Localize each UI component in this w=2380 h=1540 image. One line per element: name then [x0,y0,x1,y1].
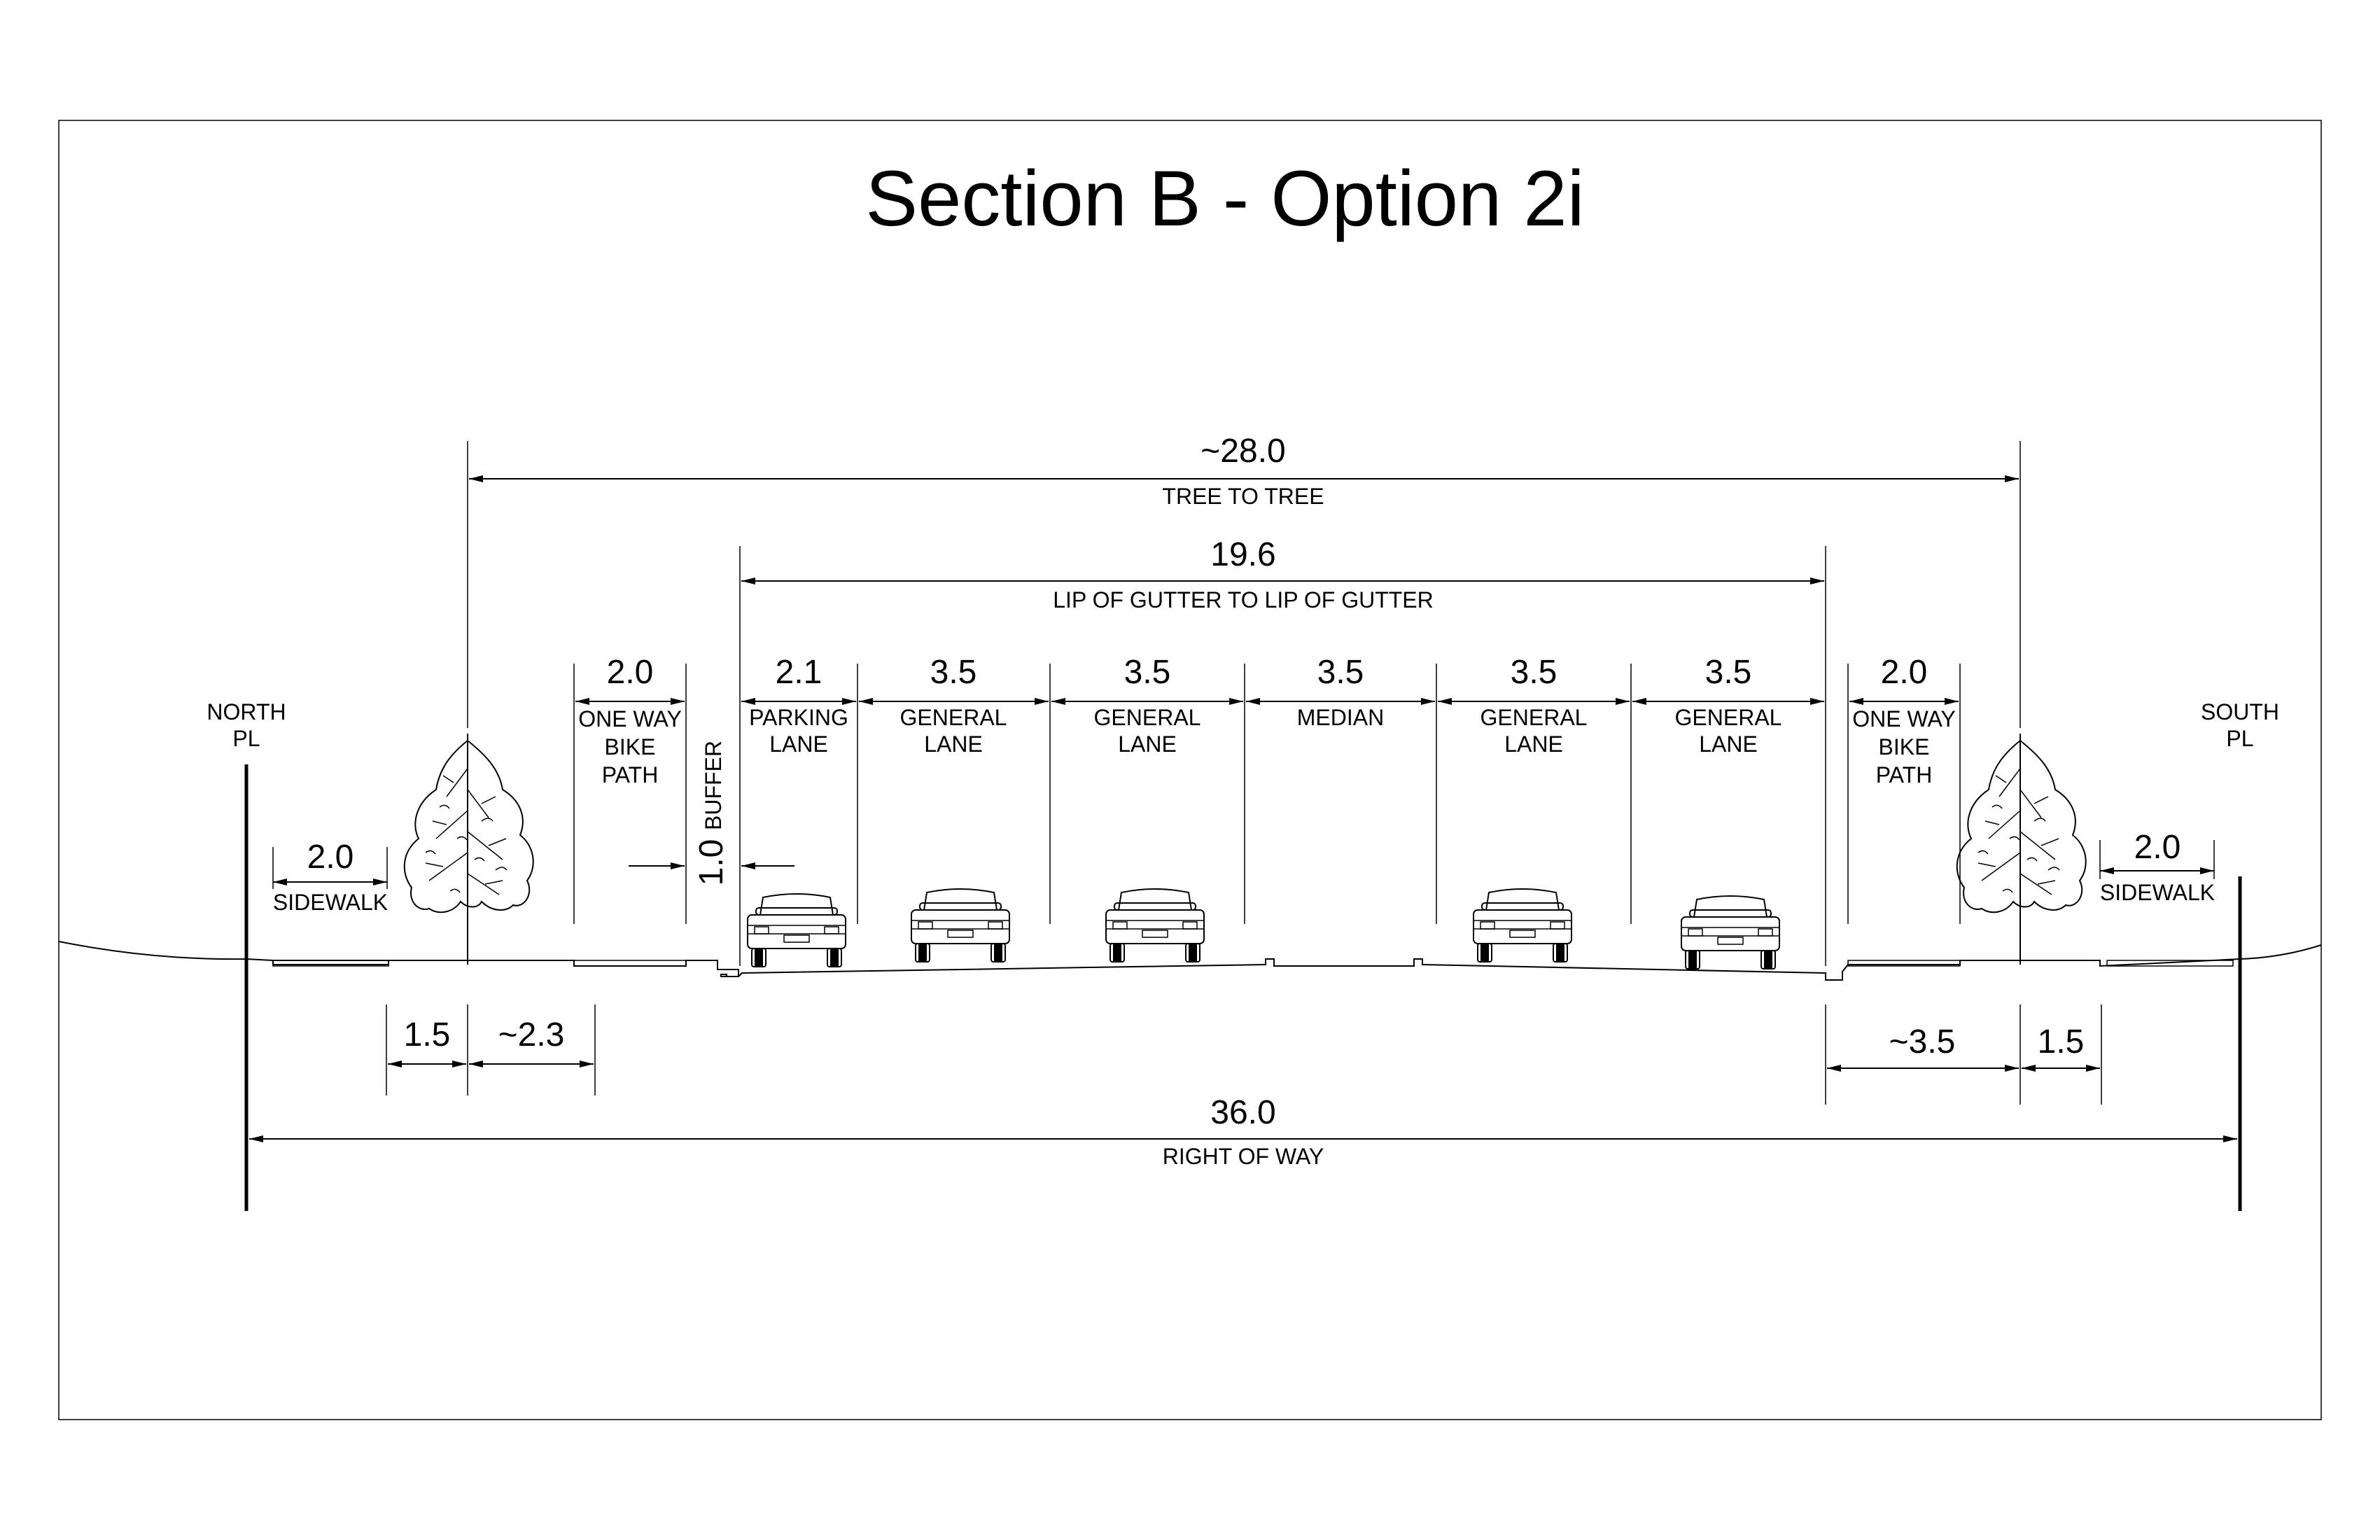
segment-labels: 2.0 SIDEWALK 2.0 ONE WAY BIKE PATH 1.0 B… [273,654,2215,915]
parking-value: 2.1 [776,654,822,691]
lane1-value: 3.5 [930,654,977,691]
lane4-label-2: LANE [1699,732,1758,757]
car-icon-parking [747,893,846,967]
north-bike-value: 2.0 [607,654,654,691]
dim-tree-to-tree-value: ~28.0 [1200,433,1285,470]
lane-extension-lines [573,664,1961,924]
south-bike-label-2: BIKE [1879,734,1930,760]
car-icon-lane-1 [911,888,1010,962]
lane1-label-2: LANE [924,732,983,757]
lane2-value: 3.5 [1124,654,1171,691]
north-property-line: NORTH PL [206,699,286,1211]
median-value: 3.5 [1317,654,1364,691]
north-tree-icon [403,733,534,965]
car-icon-lane-3 [1473,888,1572,962]
north-bike-label-1: ONE WAY [578,706,682,732]
lane4-value: 3.5 [1705,654,1752,691]
car-icon-lane-4 [1681,895,1780,969]
north-bike-label-3: PATH [602,762,659,788]
south-bike-value: 2.0 [1881,654,1928,691]
row-value: 36.0 [1210,1094,1275,1131]
south-sidewalk-surface [2106,960,2234,967]
south-pl-label-1: SOUTH [2201,699,2279,724]
north-pl-label-1: NORTH [206,699,286,724]
lane2-label-1: GENERAL [1094,705,1201,730]
north-bike-path-surface [573,960,687,967]
buffer-value: 1.0 [693,839,730,886]
dim-gutter-to-gutter: 19.6 LIP OF GUTTER TO LIP OF GUTTER [739,536,1826,966]
south-property-line: SOUTH PL [2201,699,2279,1211]
segment-dimension-lines [272,698,2215,889]
dim-tree-to-tree-label: TREE TO TREE [1162,484,1324,509]
north-bike-label-2: BIKE [605,734,656,760]
south-pl-label-2: PL [2226,726,2253,751]
south-bike-label-1: ONE WAY [1852,706,1956,732]
dim-gutter-label: LIP OF GUTTER TO LIP OF GUTTER [1053,587,1434,612]
north-pl-label-2: PL [232,726,260,751]
lane3-label-1: GENERAL [1480,705,1588,730]
dim-right-of-way: 36.0 RIGHT OF WAY [249,1094,2237,1169]
lower-dimensions: 1.5 ~2.3 ~3.5 1.5 [386,1004,2102,1105]
south-tree-icon [1956,733,2087,965]
lane1-label-1: GENERAL [900,705,1007,730]
north-sidewalk-surface [272,960,389,967]
drawing-title: Section B - Option 2i [865,155,1584,242]
parking-label-1: PARKING [749,705,848,730]
buffer-label: BUFFER [701,741,726,830]
lane3-value: 3.5 [1511,654,1558,691]
lane3-label-2: LANE [1504,732,1563,757]
north-sidewalk-label: SIDEWALK [273,890,388,915]
north-sidewalk-value: 2.0 [307,839,354,876]
sheet-border [58,120,2322,1420]
parking-label-2: LANE [769,732,828,757]
row-label: RIGHT OF WAY [1163,1144,1324,1169]
ground-profile [58,941,2322,981]
dim-south-1-5: 1.5 [2038,1023,2085,1060]
south-bike-path-surface [1847,960,1961,967]
south-sidewalk-label: SIDEWALK [2100,880,2215,905]
lane2-label-2: LANE [1118,732,1177,757]
dim-north-2-3: ~2.3 [498,1016,565,1054]
median-label: MEDIAN [1297,705,1384,730]
dim-north-1-5: 1.5 [404,1016,451,1054]
car-icon-lane-2 [1105,888,1205,962]
south-bike-label-3: PATH [1876,762,1933,788]
south-sidewalk-value: 2.0 [2134,829,2181,866]
dim-tree-to-tree: ~28.0 TREE TO TREE [467,433,2021,728]
lane4-label-1: GENERAL [1675,705,1782,730]
dim-south-3-5: ~3.5 [1889,1023,1956,1060]
dim-gutter-value: 19.6 [1210,536,1275,573]
